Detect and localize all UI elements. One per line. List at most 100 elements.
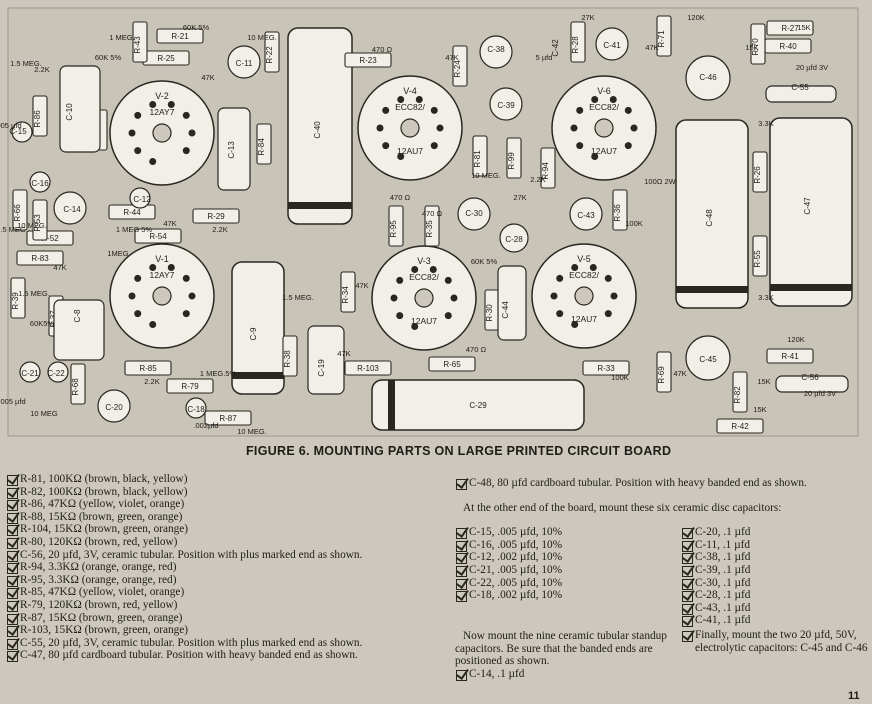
check-item[interactable]: R-80, 120KΩ (brown, red, yellow) — [6, 536, 416, 549]
board-label: 12AY7 — [150, 107, 175, 117]
resistor: R-53 — [32, 199, 48, 241]
board-label: C-47 — [803, 197, 812, 215]
check-item-c14[interactable]: C-14, .1 µfd — [455, 668, 872, 681]
resistor: R-99 — [506, 137, 522, 179]
capacitor-label: C-19 — [317, 359, 326, 377]
check-item[interactable]: C-28, .1 µfd — [681, 589, 751, 603]
check-item[interactable]: C-16, .005 µfd, 10% — [455, 539, 562, 552]
check-item[interactable]: R-103, 15KΩ (brown, green, orange) — [6, 624, 416, 638]
value-label: 10 MEG. — [17, 221, 47, 230]
board-label: 47K — [53, 263, 66, 272]
resistor: R-21 — [156, 28, 204, 44]
small-capacitor — [457, 197, 491, 231]
check-item[interactable]: R-104, 15KΩ (brown, green, orange) — [6, 523, 416, 537]
capacitor-label: C-9 — [249, 327, 258, 340]
disc-instructions: At the other end of the board, mount the… — [463, 501, 782, 514]
board-label: 470 Ω — [466, 345, 487, 354]
item-text: C-28, .1 µfd — [695, 589, 751, 602]
capacitor-label: C-47 — [803, 197, 812, 215]
resistor: R-86 — [32, 95, 48, 137]
resistor: R-44 — [108, 204, 156, 220]
check-item[interactable]: C-11, .1 µfd — [681, 539, 750, 552]
board-label: C-9 — [249, 327, 258, 340]
check-item[interactable]: C-22, .005 µfd, 10% — [455, 577, 562, 590]
check-item[interactable]: C-39, .1 µfd — [681, 564, 750, 577]
capacitor-label: C-48 — [705, 209, 714, 227]
board-label: C-46 — [699, 73, 717, 82]
capacitor-label: C-14 — [63, 205, 81, 214]
check-item-c48[interactable]: C-48, 80 µfd cardboard tubular. Position… — [455, 477, 872, 490]
board-label: 1 MEG 5% — [116, 225, 153, 234]
check-item[interactable]: C-56, 20 µfd, 3V, ceramic tubular. Posit… — [6, 549, 416, 562]
value-label: 3.3K — [758, 293, 773, 302]
check-item[interactable]: C-55, 20 µfd, 3V, ceramic tubular. Posit… — [6, 637, 416, 650]
board-label: 27K — [581, 13, 594, 22]
board-label: 12AU7 — [411, 316, 437, 326]
board-label: 470 Ω — [372, 45, 393, 54]
check-item[interactable]: R-87, 15KΩ (brown, green, orange) — [6, 612, 416, 625]
check-item[interactable]: C-18, .002 µfd, 10% — [455, 589, 562, 603]
check-item[interactable]: C-20, .1 µfd — [681, 526, 750, 540]
small-capacitor — [19, 361, 41, 383]
value-label: .002µfd — [193, 421, 218, 430]
check-item[interactable]: R-95, 3.3KΩ (orange, orange, red) — [6, 574, 416, 587]
board-label: C-38 — [487, 45, 505, 54]
board-label: 47K — [163, 219, 176, 228]
check-item[interactable]: C-38, .1 µfd — [681, 551, 750, 565]
board-label: 60K 5% — [183, 23, 210, 32]
checkbox-checked-icon — [682, 631, 693, 643]
resistor: R-42 — [716, 418, 764, 434]
board-label: 470 Ω — [422, 209, 443, 218]
board-label: R-87 — [219, 414, 237, 423]
check-item[interactable]: C-15, .005 µfd, 10% — [455, 526, 562, 540]
small-capacitor — [227, 45, 261, 79]
check-item[interactable]: R-88, 15KΩ (brown, green, orange) — [6, 511, 416, 524]
capacitor-label: C-45 — [699, 355, 717, 364]
board-label: V-5 — [577, 254, 591, 264]
item-text: R-104, 15KΩ (brown, green, orange) — [20, 523, 189, 536]
board-label: R-33 — [597, 364, 615, 373]
check-item[interactable]: C-21, .005 µfd, 10% — [455, 564, 562, 577]
small-capacitor — [185, 397, 207, 419]
value-label: 27K — [513, 193, 526, 202]
check-item[interactable]: C-12, .002 µfd, 10% — [455, 551, 562, 565]
check-item[interactable]: R-79, 120KΩ (brown, red, yellow) — [6, 599, 416, 612]
check-item[interactable]: R-85, 47KΩ (yellow, violet, orange) — [6, 586, 416, 600]
board-label: 15K — [797, 23, 810, 32]
check-item[interactable]: C-30, .1 µfd — [681, 577, 750, 590]
check-item[interactable]: R-94, 3.3KΩ (orange, orange, red) — [6, 561, 416, 575]
resistor: R-36 — [612, 189, 628, 231]
board-label: R-43 — [133, 36, 142, 54]
check-item[interactable]: C-47, 80 µfd cardboard tubular. Position… — [6, 649, 420, 663]
board-label: V-2 — [155, 91, 169, 101]
board-label: R-42 — [731, 422, 749, 431]
check-item[interactable]: R-81, 100KΩ (brown, black, yellow) — [6, 473, 416, 486]
resistor: R-41 — [766, 348, 814, 364]
value-label: 60K 5% — [95, 53, 122, 62]
value-label: 47K — [337, 349, 350, 358]
board-label: C-30 — [465, 209, 483, 218]
board-label: R-79 — [181, 382, 199, 391]
check-item-final[interactable]: Finally, mount the two 20 µfd, 50V, elec… — [681, 629, 872, 654]
board-label: 12AU7 — [571, 314, 597, 324]
item-text: R-88, 15KΩ (brown, green, orange) — [20, 510, 183, 523]
board-label: R-27 — [781, 24, 799, 33]
check-item[interactable]: R-86, 47KΩ (yellow, violet, orange) — [6, 498, 416, 512]
board-label: 1 MEG.5% — [200, 369, 237, 378]
board-label: R-34 — [341, 286, 350, 304]
capacitor-label: C-10 — [65, 103, 74, 121]
large-capacitor — [231, 261, 285, 395]
check-item[interactable]: C-41, .1 µfd — [681, 614, 750, 628]
capacitor-label: C-12 — [133, 195, 151, 204]
item-text: R-86, 47KΩ (yellow, violet, orange) — [20, 498, 185, 511]
board-label: C-21 — [21, 369, 39, 378]
board-label: R-29 — [207, 212, 225, 221]
resistor: R-34 — [340, 271, 356, 313]
check-item[interactable]: C-43, .1 µfd — [681, 602, 750, 615]
checkbox-checked-icon — [456, 669, 467, 681]
check-item[interactable]: R-82, 100KΩ (brown, black, yellow) — [6, 486, 416, 499]
resistor: R-79 — [166, 378, 214, 394]
board-label: R-41 — [781, 352, 799, 361]
item-text: R-95, 3.3KΩ (orange, orange, red) — [20, 573, 177, 586]
